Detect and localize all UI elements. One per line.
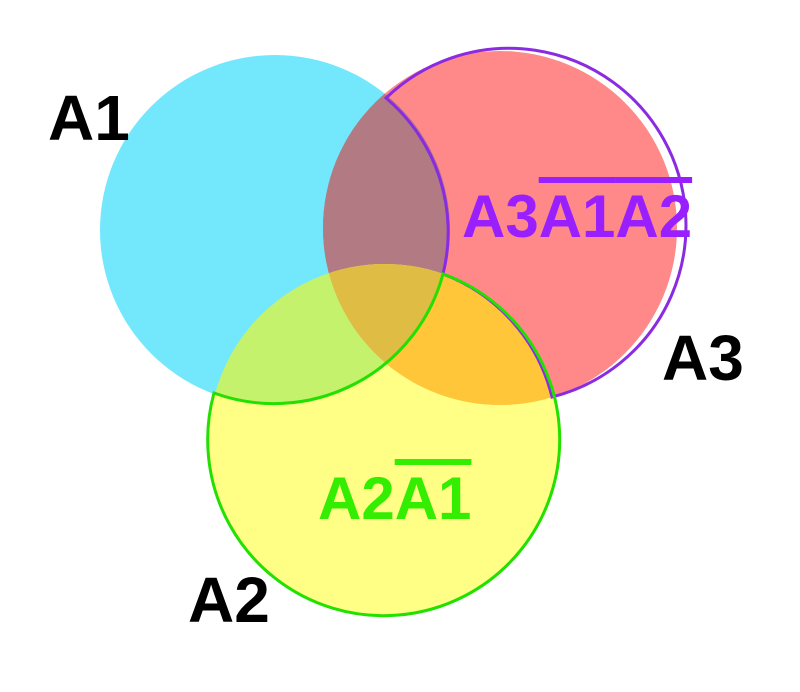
set-label-a2: A2 <box>188 564 270 636</box>
region-label-a2-part-complement: A1 <box>395 465 472 532</box>
set-label-a1: A1 <box>48 82 130 154</box>
region-label-a2-part: A2 <box>318 465 395 532</box>
region-label-a2-minus-a1: A2A1 <box>318 465 471 532</box>
set-label-a3: A3 <box>662 322 744 394</box>
region-label-a3-only-part-complement: A1 <box>539 183 616 250</box>
region-label-a3-only: A3A1A2 <box>462 183 692 250</box>
a3-only-outline <box>383 46 688 399</box>
a2-minus-a1-outline <box>206 272 562 618</box>
region-label-a3-only-part: A3 <box>462 183 539 250</box>
region-label-a3-only-part-complement: A2 <box>615 183 692 250</box>
